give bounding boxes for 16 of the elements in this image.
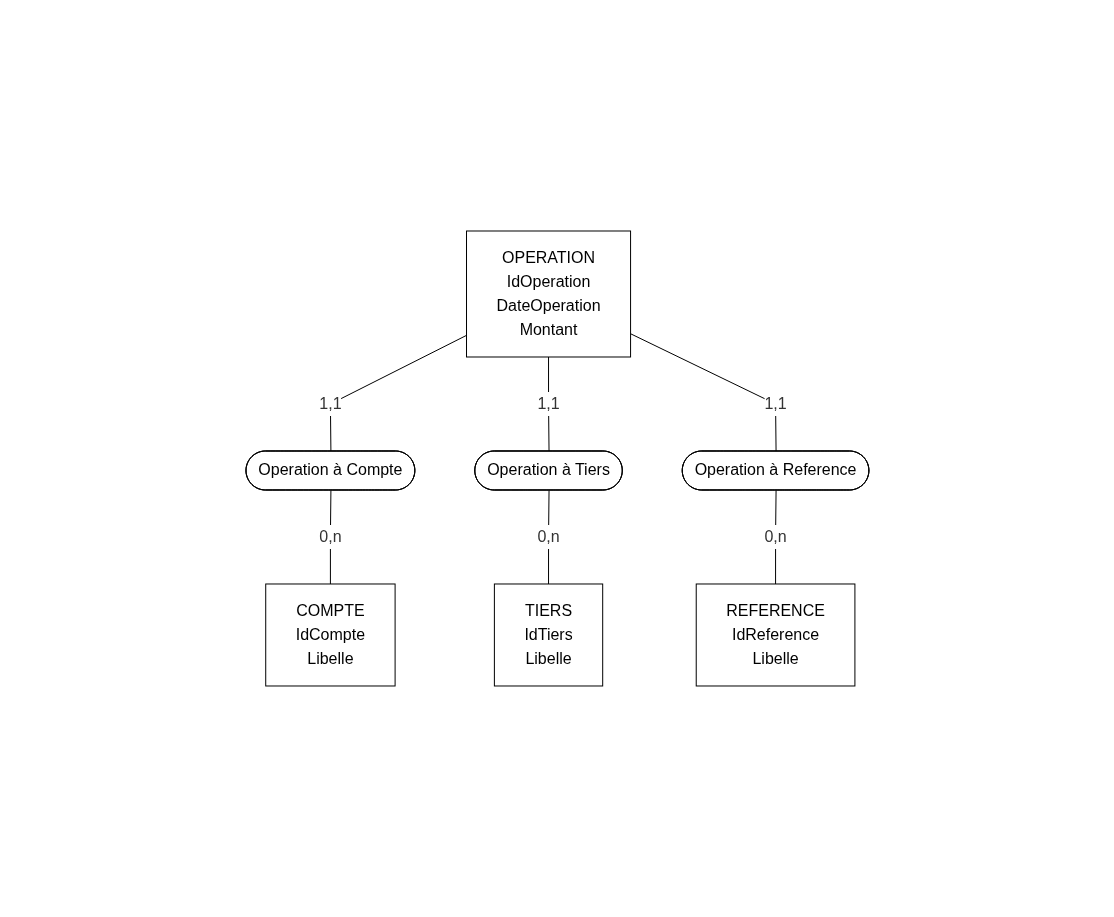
edge-label: 1,1: [318, 394, 342, 412]
edge-label: 1,1: [536, 394, 560, 412]
node-box: TIERS IdTiers Libelle: [493, 583, 603, 687]
connector: [547, 490, 550, 585]
edge-label: 0,n: [536, 527, 560, 545]
connector: [329, 490, 331, 585]
edge-label: 1,1: [764, 394, 787, 412]
node-box: OPERATION IdOperation DateOperation Montant: [465, 230, 631, 358]
edge-label: 0,n: [764, 527, 787, 545]
node-box: COMPTE IdCompte Libelle: [264, 583, 396, 687]
connector: [547, 356, 550, 452]
connector: [329, 334, 467, 452]
connector: [629, 333, 777, 452]
node-box: REFERENCE IdReference Libelle: [695, 583, 855, 687]
edge-label: 0,n: [318, 527, 342, 545]
connector: [774, 490, 777, 585]
